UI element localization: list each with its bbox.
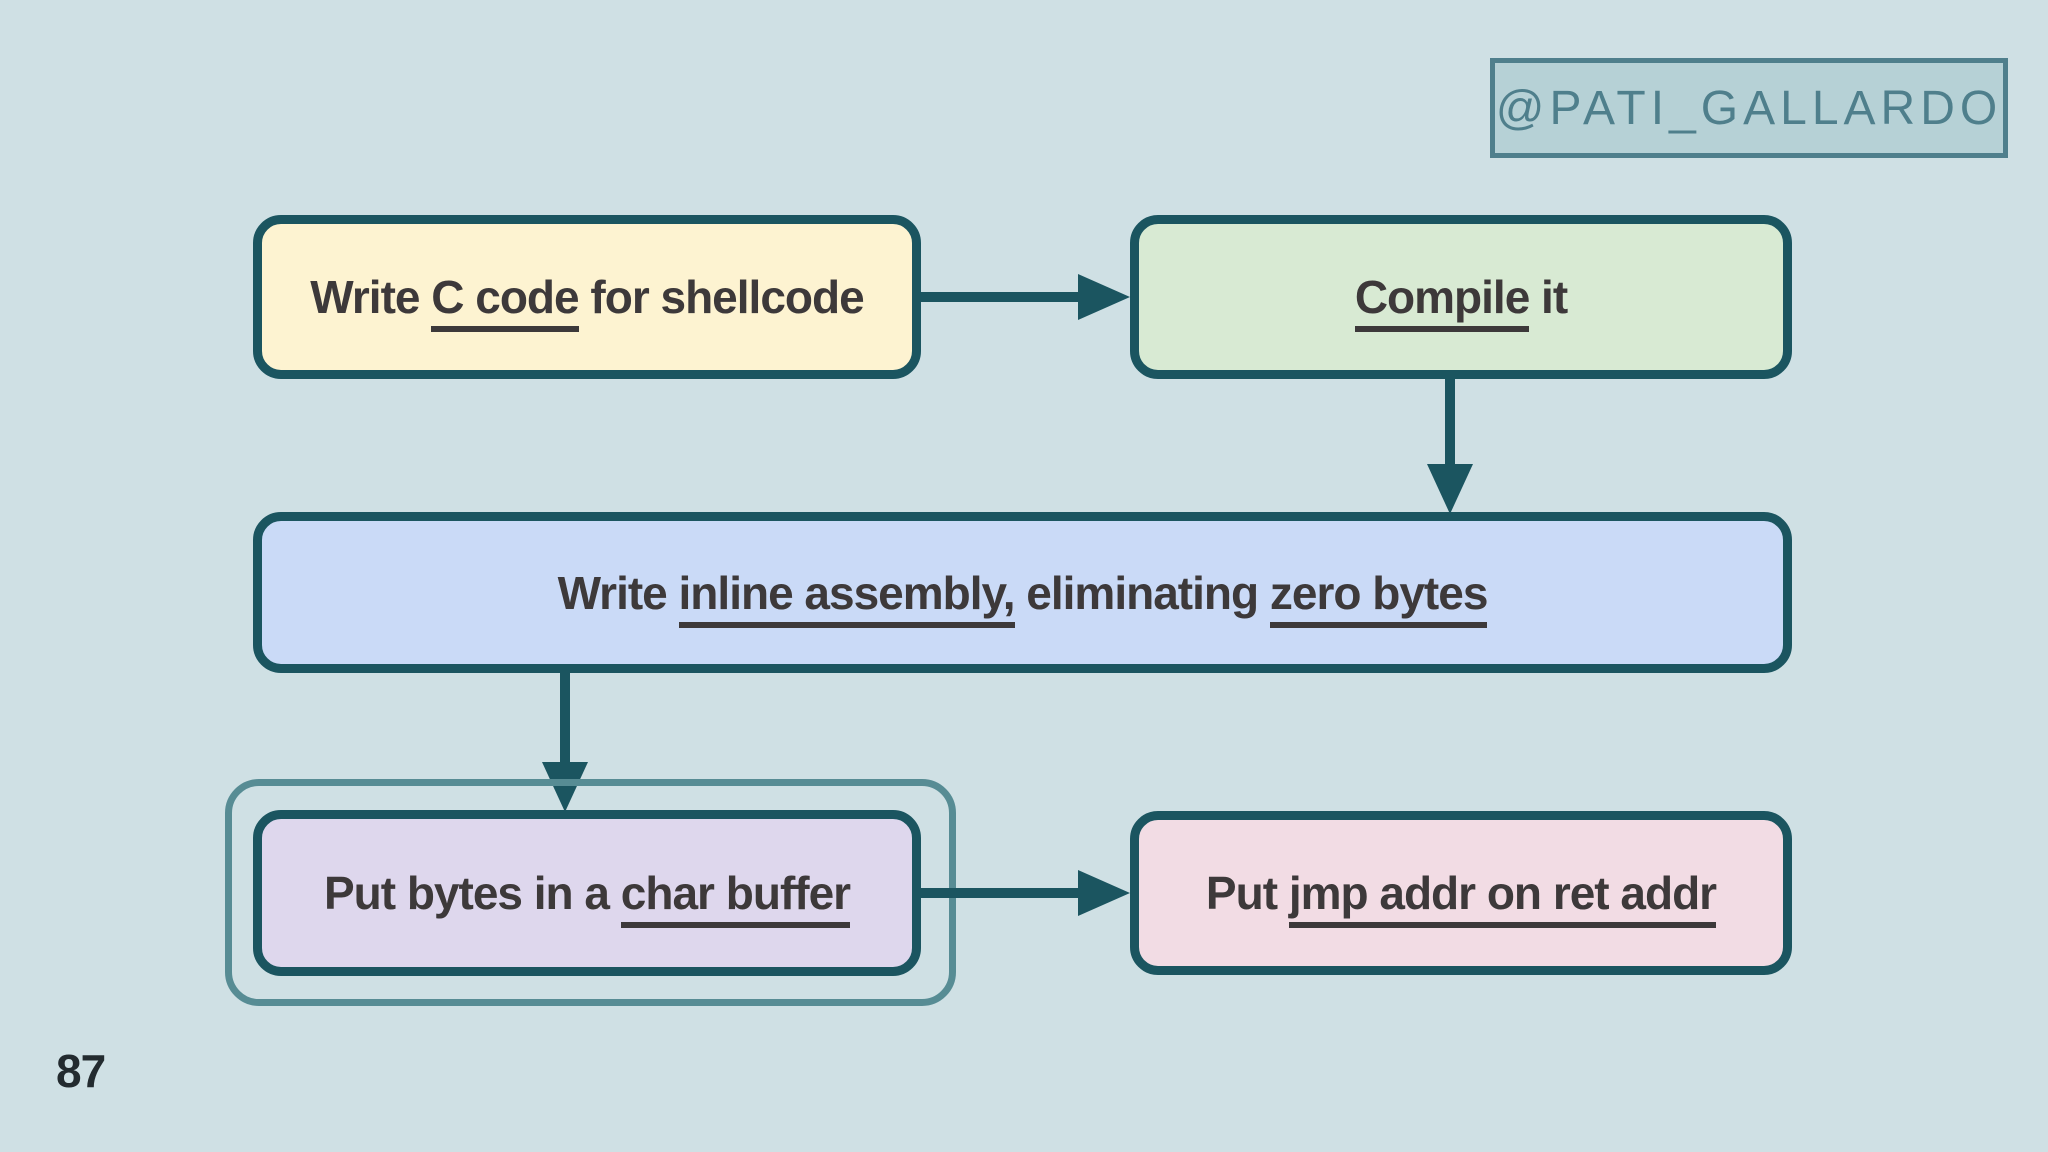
arrow-ccode-to-compile-head bbox=[1078, 274, 1130, 320]
arrow-ccode-to-compile-line bbox=[916, 292, 1082, 302]
arrow-compile-to-assembly-line bbox=[1445, 374, 1455, 470]
node-compile-it: Compile it bbox=[1130, 215, 1792, 379]
node-put-jmp-addr: Put jmp addr on ret addr bbox=[1130, 811, 1792, 975]
arrow-compile-to-assembly-head bbox=[1427, 464, 1473, 514]
text-segment-underlined: inline assembly, bbox=[678, 566, 1015, 628]
text-segment: Write bbox=[557, 566, 679, 619]
text-segment: for shellcode bbox=[578, 271, 864, 323]
node-label: Put jmp addr on ret addr bbox=[1205, 866, 1717, 928]
text-segment-underlined: Compile bbox=[1354, 271, 1530, 332]
node-write-inline-assembly: Write inline assembly, eliminating zero … bbox=[253, 512, 1792, 673]
text-segment: Put bbox=[1205, 867, 1289, 919]
author-badge: @PATI_GALLARDO bbox=[1490, 58, 2008, 158]
node-put-bytes-char-buffer: Put bytes in a char buffer bbox=[253, 810, 921, 976]
node-label: Put bytes in a char buffer bbox=[323, 866, 851, 928]
node-label: Write inline assembly, eliminating zero … bbox=[557, 566, 1488, 628]
text-segment-underlined: zero bytes bbox=[1269, 566, 1488, 628]
text-segment: eliminating bbox=[1014, 566, 1270, 619]
text-segment-underlined: char buffer bbox=[620, 867, 851, 928]
text-segment: it bbox=[1529, 271, 1568, 323]
arrow-assembly-to-buffer-line bbox=[560, 668, 570, 768]
author-handle: @PATI_GALLARDO bbox=[1495, 81, 2003, 135]
arrow-buffer-to-jmp-head bbox=[1078, 870, 1130, 916]
text-segment: Put bytes in a bbox=[323, 867, 621, 919]
text-segment-underlined: jmp addr on ret addr bbox=[1288, 867, 1717, 928]
node-label: Compile it bbox=[1354, 270, 1568, 332]
page-number: 87 bbox=[56, 1045, 106, 1097]
node-label: Write C code for shellcode bbox=[310, 270, 865, 332]
arrow-buffer-to-jmp-line bbox=[916, 888, 1082, 898]
text-segment: Write bbox=[310, 271, 432, 323]
text-segment-underlined: C code bbox=[431, 271, 580, 332]
arrow-assembly-to-buffer-head bbox=[542, 762, 588, 812]
node-write-c-code: Write C code for shellcode bbox=[253, 215, 921, 379]
